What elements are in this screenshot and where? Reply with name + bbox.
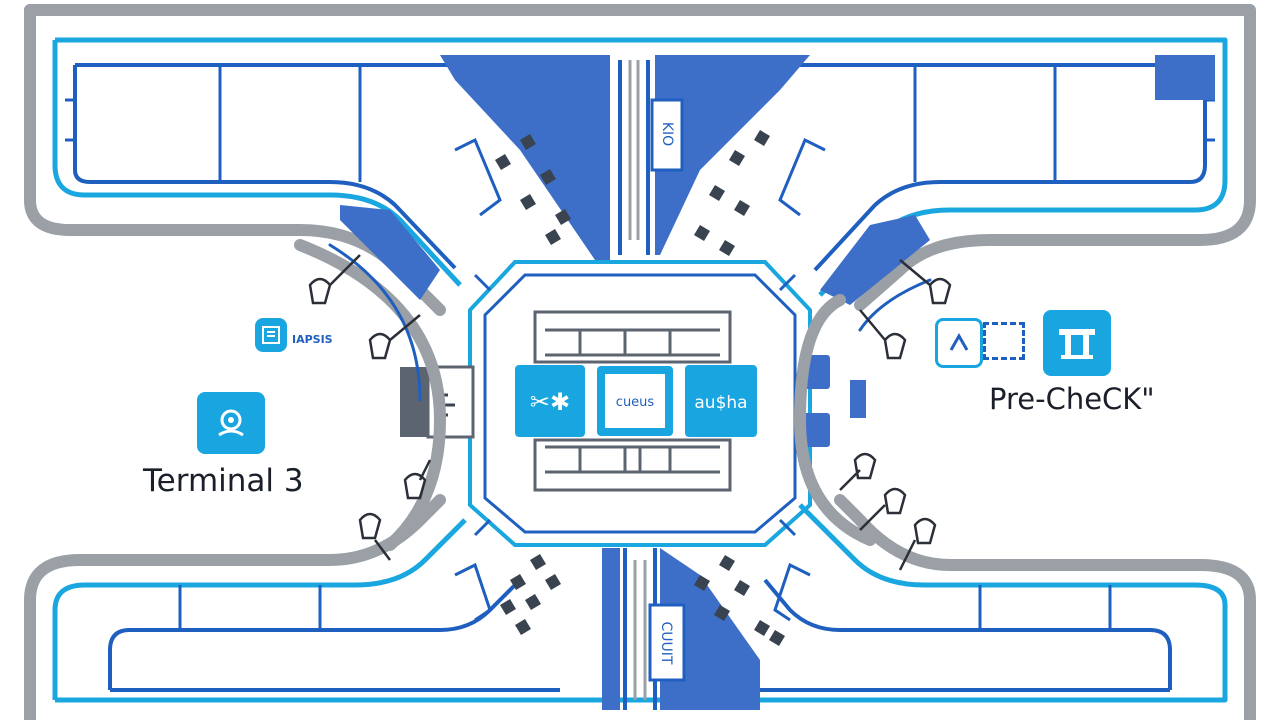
gate-marker-sw [454,562,492,622]
south-spine-sign [648,603,686,682]
seating-cluster-sw [500,554,561,635]
terminal-label[interactable]: Terminal 3 [143,463,304,499]
center-right-tile [685,365,757,437]
gate-marker-se [773,562,811,622]
north-spine-sign [650,98,684,172]
north-concourse-wedges [340,55,1215,305]
precheck-label[interactable]: Pre-CheCK" [989,382,1155,416]
north-spine [618,60,650,255]
gate-markers [308,254,952,571]
right-kiosk-bottom [802,413,830,447]
gate-marker-ne [778,137,826,217]
right-plaque-icon [935,318,983,368]
side-connectors [294,239,932,551]
center-middle-tile-label: cueus [616,395,655,410]
south-spine-sign-label: CUUIT [658,622,674,665]
upper-left-wing [52,37,1228,297]
hub-spokes [473,273,797,537]
right-marker [850,380,866,418]
left-plaque-label: IAPSIS [292,333,333,346]
left-kiosk [400,367,428,437]
security-checkpoint-icon[interactable] [1043,310,1111,376]
gate-marker-nw [454,137,502,217]
center-right-tile-label: au$ha [694,393,747,413]
seating-cluster-nw [495,134,571,245]
seating-cluster-ne [694,130,770,256]
right-plaque-frame [983,322,1025,360]
left-plaque-icon [255,318,287,352]
north-spine-sign-label: KIO [659,122,675,146]
location-pin-icon[interactable] [197,392,265,454]
seating-cluster-se [694,555,785,646]
center-left-tile [515,365,585,437]
center-left-tile-label: ✂✱ [530,388,570,416]
